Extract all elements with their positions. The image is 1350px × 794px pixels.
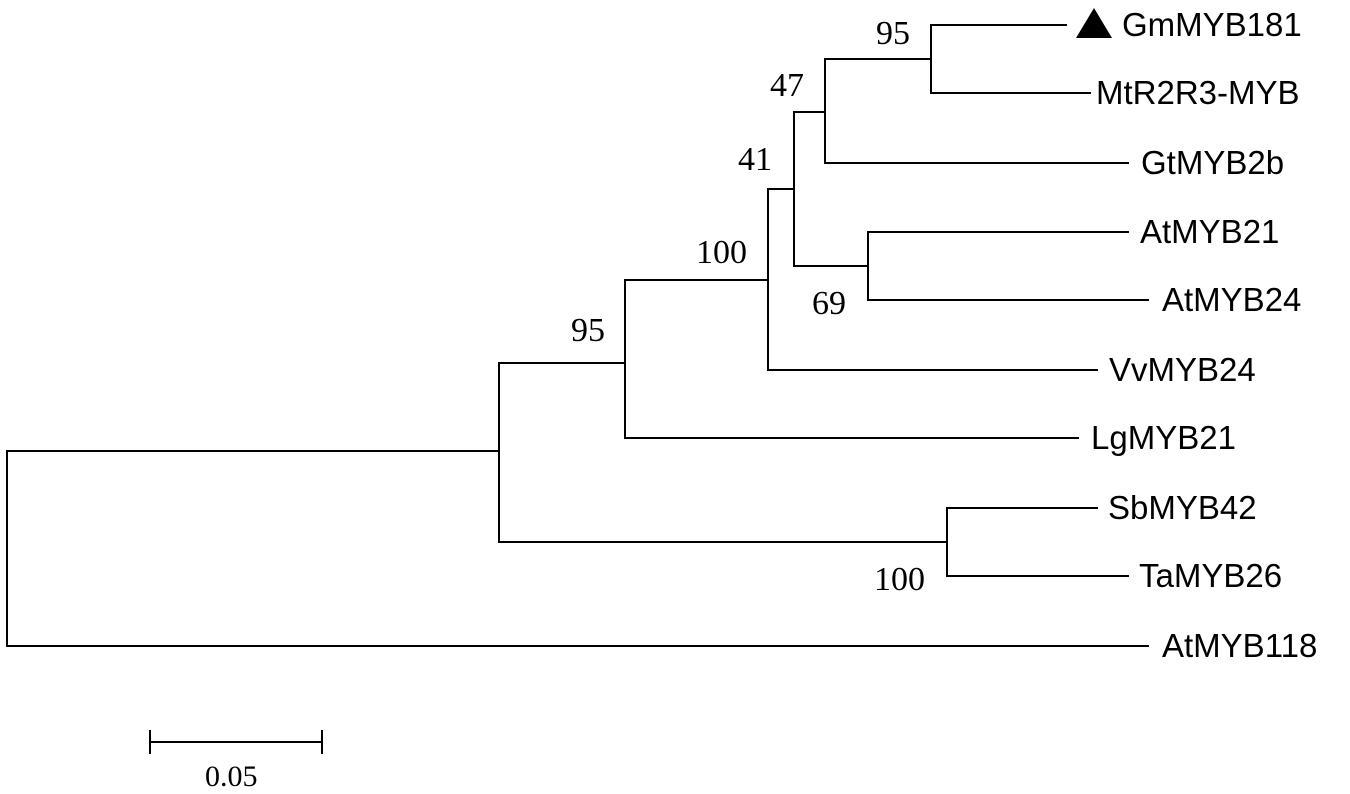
- taxon-label-vvmyb24: VvMYB24: [1109, 351, 1256, 388]
- triangle-icon: [1076, 8, 1112, 38]
- taxon-label-sbmyb42: SbMYB42: [1108, 489, 1257, 526]
- bootstrap-with-vv: 100: [696, 234, 747, 271]
- taxon-label-atmyb24: AtMYB24: [1162, 281, 1301, 318]
- taxon-label-gtmyb2b: GtMYB2b: [1141, 144, 1284, 181]
- tree-branches: [6, 24, 1149, 647]
- scale-bar-label: 0.05: [205, 760, 258, 793]
- taxon-label-mtr2r3-myb: MtR2R3-MYB: [1096, 74, 1300, 111]
- taxon-label-atmyb118: AtMYB118: [1162, 627, 1317, 664]
- scale-bar: 0.05: [149, 730, 323, 793]
- taxon-label-gmmyb181: GmMYB181: [1122, 6, 1302, 43]
- bootstrap-main-inner: 41: [738, 141, 772, 178]
- bootstrap-gm-mt: 95: [876, 15, 910, 52]
- taxon-label-lgmyb21: LgMYB21: [1091, 419, 1236, 456]
- bootstrap-sb-ta: 100: [874, 561, 925, 598]
- bootstrap-values: 95 47 41 69 100 95 100: [571, 15, 925, 598]
- taxon-labels: GmMYB181 MtR2R3-MYB GtMYB2b AtMYB21 AtMY…: [1091, 6, 1317, 664]
- bootstrap-gm-gt: 47: [770, 67, 804, 104]
- bootstrap-at21-at24: 69: [812, 285, 846, 322]
- bootstrap-with-lg: 95: [571, 312, 605, 349]
- taxon-label-atmyb21: AtMYB21: [1140, 213, 1279, 250]
- taxon-label-tamyb26: TaMYB26: [1139, 557, 1282, 594]
